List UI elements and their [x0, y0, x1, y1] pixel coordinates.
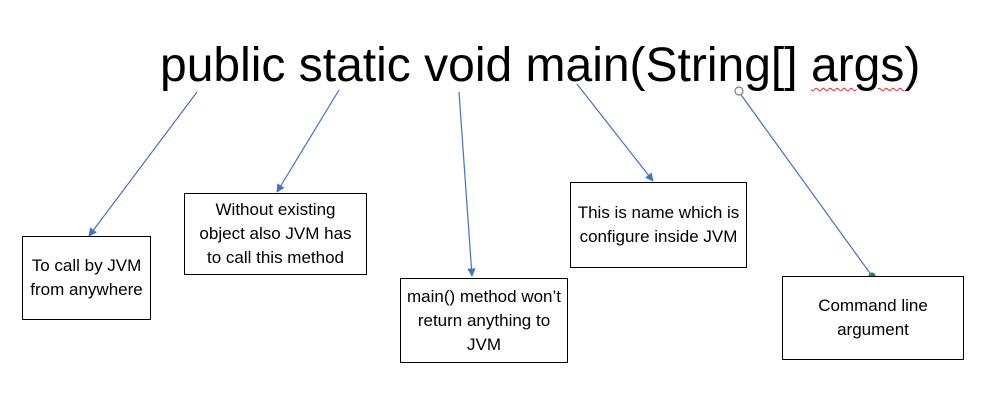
annotation-text-args: Command line argument — [818, 296, 928, 339]
arrow-void — [458, 91, 476, 277]
annotation-box-void: main() method won’t return anything to J… — [400, 278, 568, 363]
annotation-text-main: This is name which is configure inside J… — [577, 203, 740, 246]
spellcheck-flagged-word: args — [810, 39, 905, 92]
annotation-box-args: Command line argument — [782, 276, 964, 360]
annotation-box-static: Without existing object also JVM has to … — [184, 193, 367, 275]
arrow-static — [276, 89, 340, 193]
connector-handle-start[interactable] — [734, 86, 744, 96]
signature-close-paren: ) — [904, 39, 921, 92]
annotation-box-main: This is name which is configure inside J… — [570, 182, 747, 268]
annotation-box-public: To call by JVM from anywhere — [22, 236, 151, 320]
signature-text: public static void main(String[] — [160, 39, 811, 92]
arrow-args — [738, 91, 873, 277]
arrow-public — [88, 91, 198, 237]
method-signature-title: public static void main(String[] args) — [160, 36, 920, 96]
annotation-text-public: To call by JVM from anywhere — [30, 256, 143, 299]
arrow-main — [576, 83, 654, 182]
annotation-text-void: main() method won’t return anything to J… — [407, 286, 562, 354]
annotation-text-static: Without existing object also JVM has to … — [199, 200, 352, 267]
